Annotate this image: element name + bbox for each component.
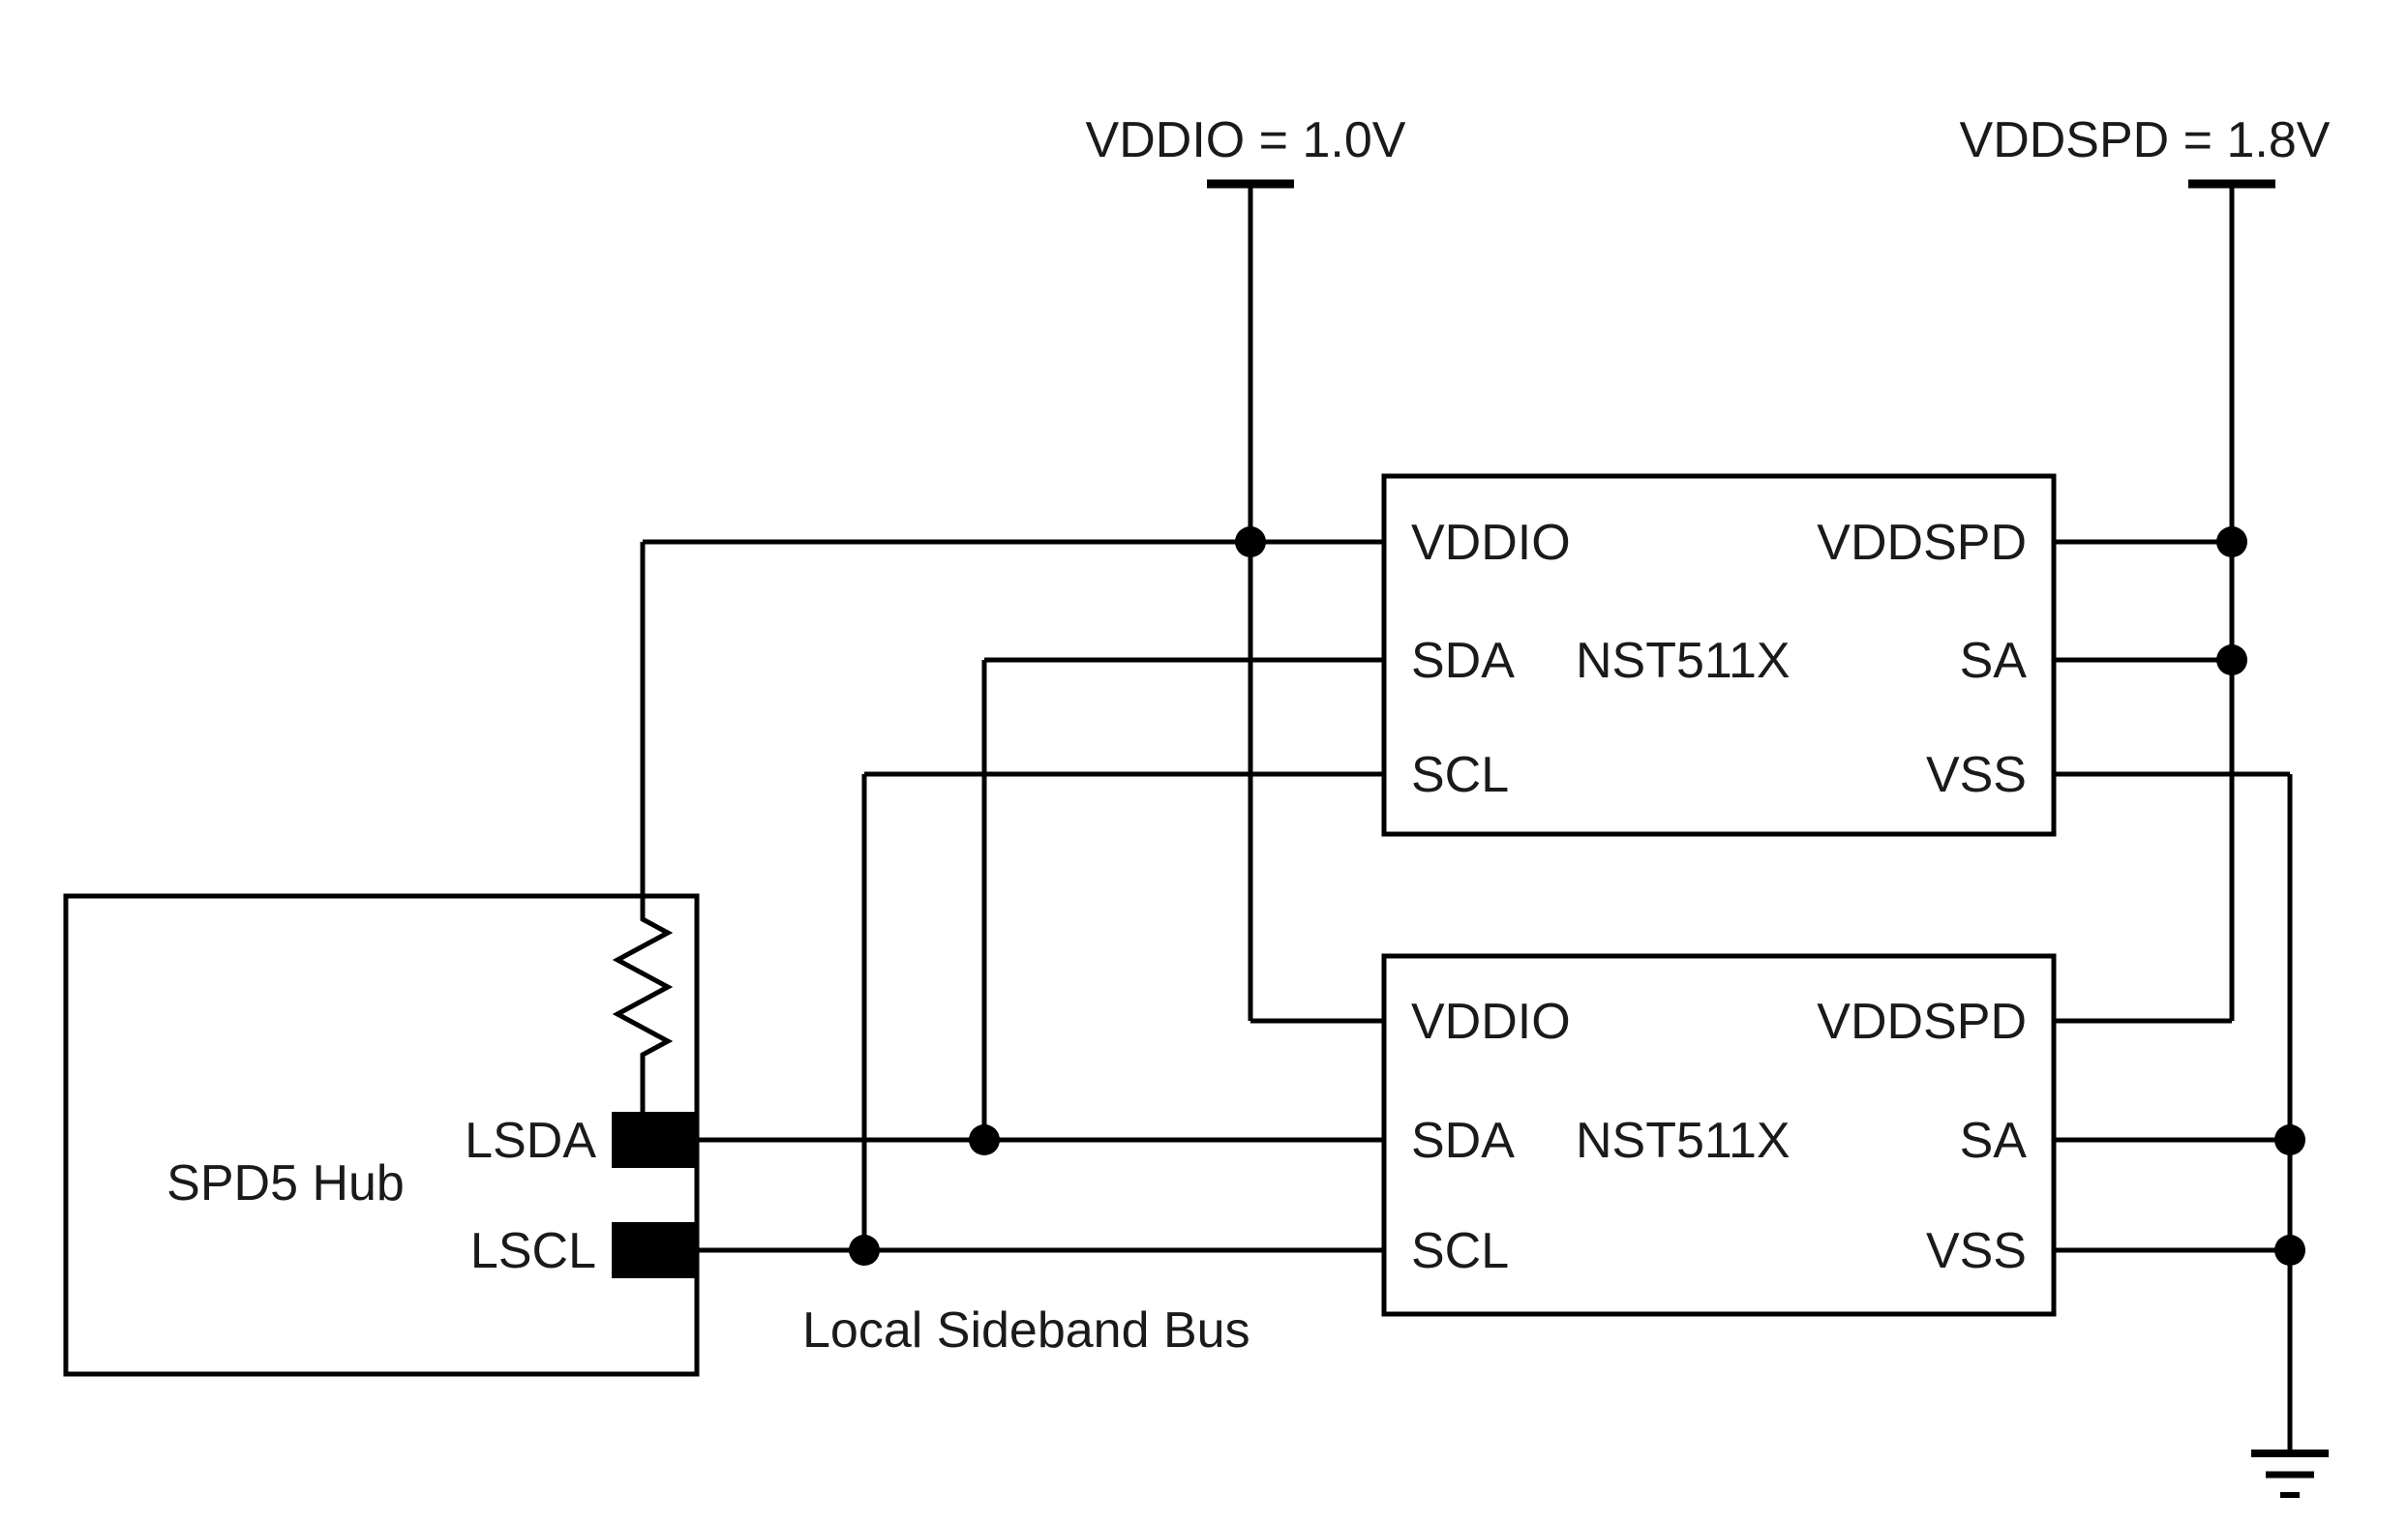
lower-sensor-vddspd-pin-label: VDDSPD <box>1817 994 2027 1050</box>
lower-sensor-sa-pin-label: SA <box>1960 1113 2028 1169</box>
lower-sensor-scl-pin-label: SCL <box>1411 1223 1509 1279</box>
vddspd-rail-label: VDDSPD = 1.8V <box>1960 112 2331 168</box>
lower-sensor-vddio-pin-label: VDDIO <box>1411 994 1571 1050</box>
vddio-junction-dot <box>1235 526 1266 557</box>
ground-symbol <box>2251 1450 2329 1498</box>
upper-sensor-vddio-pin-label: VDDIO <box>1411 515 1571 571</box>
lower-sensor-box <box>1381 953 2057 1317</box>
lsda-pin-pad <box>612 1112 697 1168</box>
pullup-resistor <box>612 542 674 1112</box>
sda-junction-dot <box>969 1124 1000 1155</box>
lower-vss-junction-dot <box>2274 1235 2305 1266</box>
hub-lscl-pin-label: LSCL <box>470 1223 596 1279</box>
lscl-pin-pad <box>612 1222 697 1278</box>
upper-sensor-sa-pin-label: SA <box>1960 633 2028 689</box>
upper-sa-junction-dot <box>2216 644 2247 675</box>
upper-sensor-part-label: NST511X <box>1576 633 1791 689</box>
upper-sensor-vss-pin-label: VSS <box>1926 747 2027 803</box>
lower-sensor-vss-pin-label: VSS <box>1926 1223 2027 1279</box>
spd5-hub-box <box>63 893 700 1377</box>
lower-sensor-sda-pin-label: SDA <box>1411 1113 1515 1169</box>
upper-sensor-vddspd-pin-label: VDDSPD <box>1817 515 2027 571</box>
vddio-rail-label: VDDIO = 1.0V <box>1086 112 1406 168</box>
upper-sensor-scl-pin-label: SCL <box>1411 747 1509 803</box>
local-sideband-bus-label: Local Sideband Bus <box>802 1302 1250 1359</box>
lower-sensor-part-label: NST511X <box>1576 1113 1791 1169</box>
upper-vddspd-junction-dot <box>2216 526 2247 557</box>
scl-junction-dot <box>849 1235 880 1266</box>
lower-sa-junction-dot <box>2274 1124 2305 1155</box>
upper-sensor-box <box>1381 473 2057 837</box>
hub-lsda-pin-label: LSDA <box>465 1113 596 1169</box>
hub-label: SPD5 Hub <box>166 1155 405 1211</box>
upper-sensor-sda-pin-label: SDA <box>1411 633 1515 689</box>
